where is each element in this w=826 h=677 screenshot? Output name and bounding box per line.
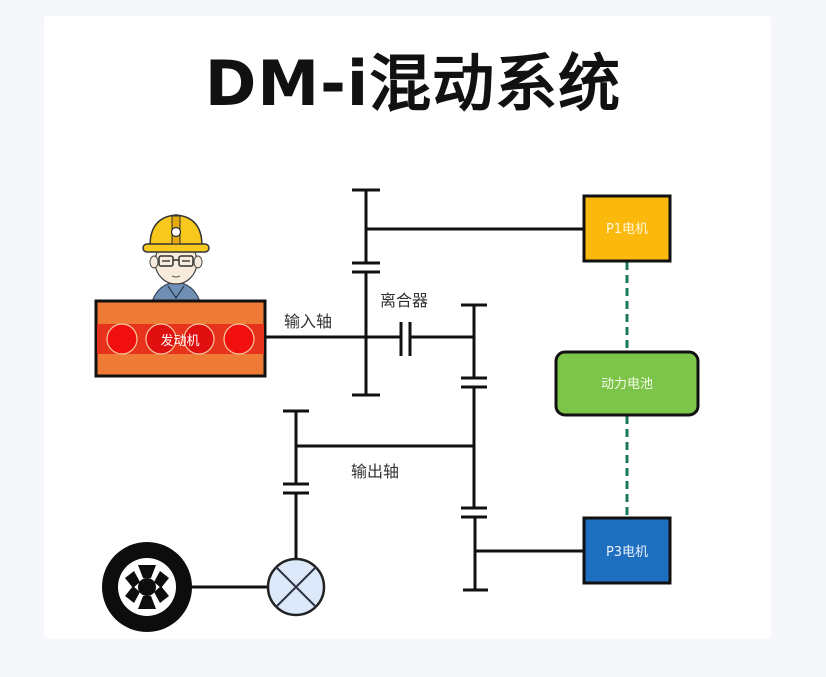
engine-label: 发动机 (160, 333, 199, 349)
mascot-ear-left (149, 255, 159, 269)
power-battery[interactable]: 动力电池 (554, 350, 700, 417)
p3-motor-label: P3电机 (606, 545, 648, 560)
battery-label: 动力电池 (601, 377, 653, 392)
differential[interactable] (266, 557, 326, 617)
helmet-brim (142, 243, 210, 253)
wheel-icon[interactable] (102, 542, 192, 632)
p1-motor[interactable]: P1电机 (582, 194, 672, 263)
output-shaft-label: 输出轴 (351, 462, 399, 481)
engine-cylinders (106, 323, 255, 355)
helmet-lamp (170, 226, 182, 238)
differential-cross-2 (275, 566, 317, 608)
mascot-glasses-left (158, 255, 174, 267)
rim-hole-2 (138, 596, 156, 609)
battery-box (554, 350, 700, 417)
wheel-hub (138, 578, 156, 596)
rim-spokes (125, 565, 169, 609)
rim-hole-5 (154, 571, 169, 588)
engine[interactable]: 发动机 (94, 299, 267, 378)
drivetrain-lines (178, 188, 584, 592)
rim-hole-1 (138, 565, 156, 578)
rim-hole-6 (154, 586, 169, 603)
rim-hole-4 (125, 586, 140, 603)
mascot-mouth (171, 275, 181, 278)
mascot-glasses-right (178, 255, 194, 267)
cylinder-3 (183, 323, 215, 355)
cylinder-2 (145, 323, 177, 355)
p1-motor-label: P1电机 (606, 222, 648, 237)
mascot-ear-right (193, 255, 203, 269)
mascot-collar (167, 285, 185, 300)
clutch-label: 离合器 (380, 291, 428, 310)
p3-motor-box (582, 516, 672, 585)
cylinder-4 (223, 323, 255, 355)
input-shaft-label: 输入轴 (284, 312, 332, 331)
cylinder-1 (106, 323, 138, 355)
page-title: DM-i混动系统 (204, 47, 622, 120)
engineer-mascot (142, 214, 210, 303)
rim-hole-3 (125, 571, 140, 588)
p1-motor-box (582, 194, 672, 263)
p3-motor[interactable]: P3电机 (582, 516, 672, 585)
